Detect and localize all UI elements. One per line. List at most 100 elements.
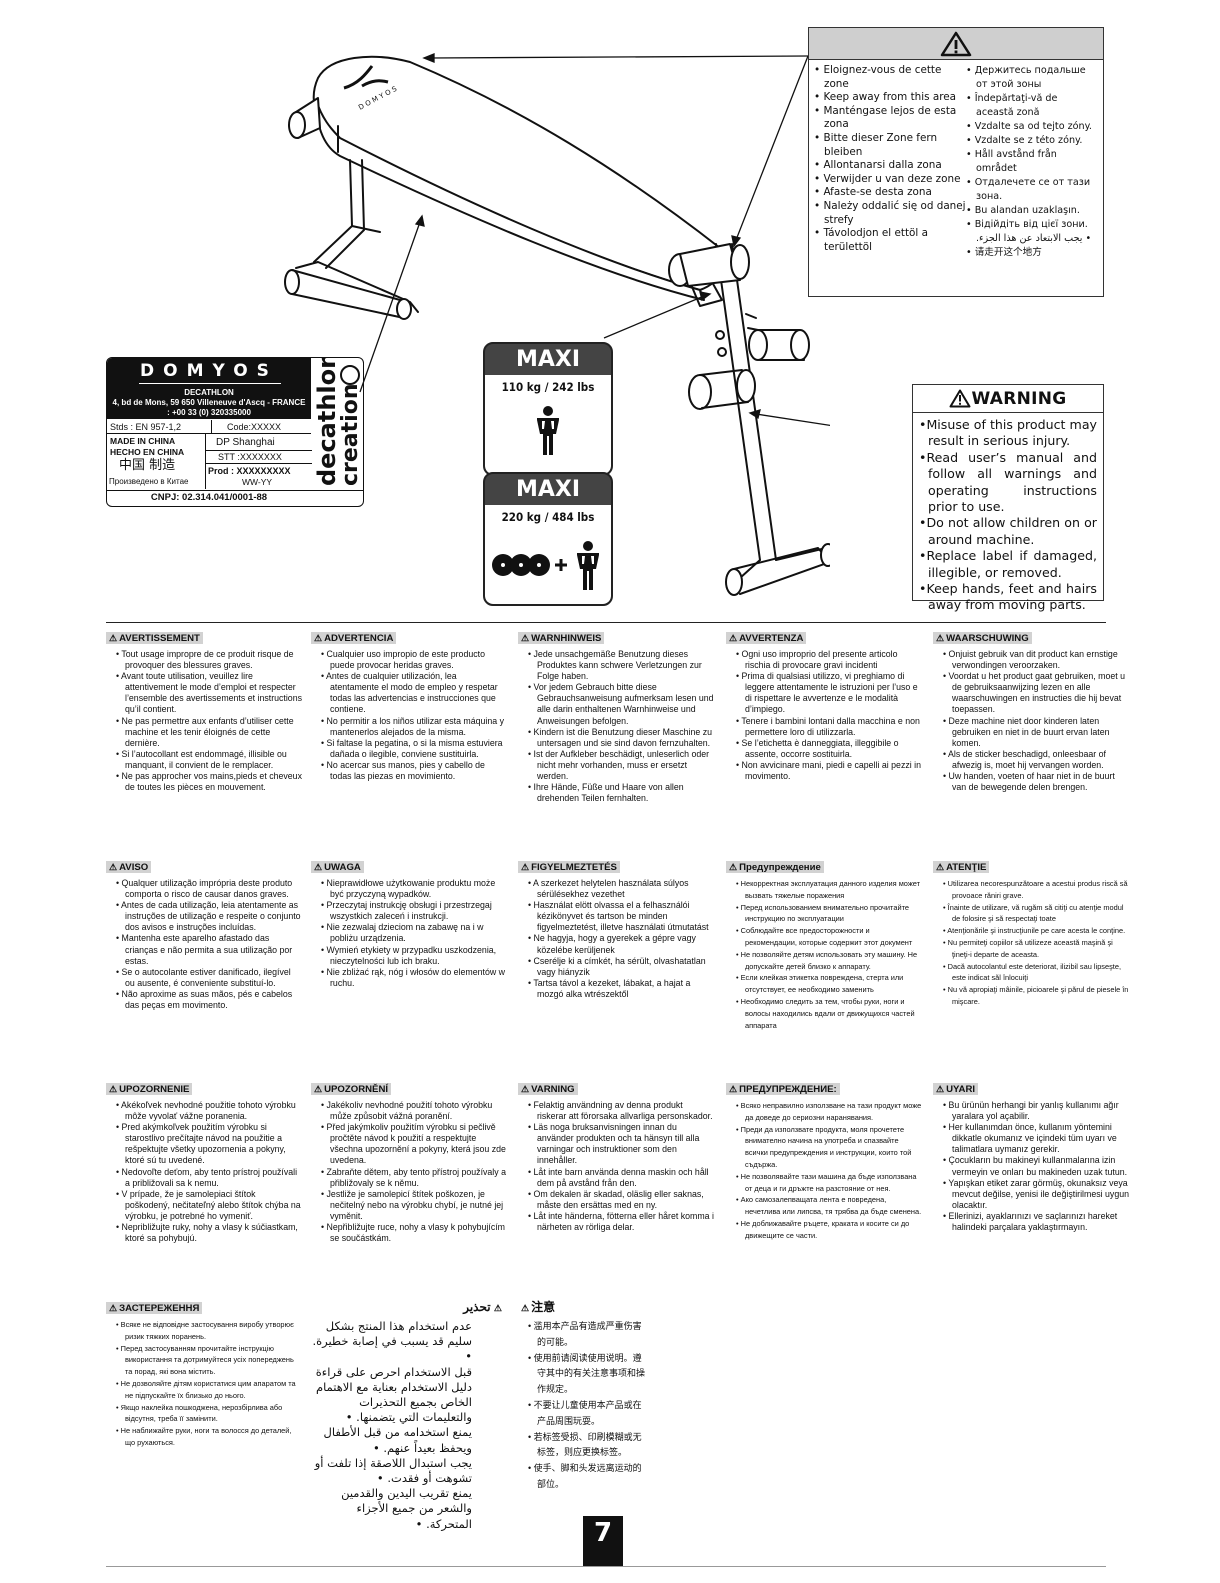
warning-block-item: Uw handen, voeten of haar niet in de buu… xyxy=(943,771,1129,793)
warning-block-item: Перед застосуванням прочитайте інструкці… xyxy=(116,1343,302,1378)
warning-triangle-icon: ⚠ xyxy=(314,862,323,872)
warning-block-title: ⚠UYARI xyxy=(933,1083,979,1095)
warning-block-label: UWAGA xyxy=(324,862,361,873)
warning-block-list: Nieprawidłowe użytkowanie produktu może … xyxy=(321,878,507,989)
zone-item: Vzdalte sa od tejto zóny. xyxy=(966,120,1096,134)
warning-triangle-icon: ⚠ xyxy=(493,1303,502,1313)
warning-block-item: Si l’autocollant est endommagé, illisibl… xyxy=(116,749,302,771)
warning-block-label: AVISO xyxy=(119,862,149,873)
logo-text-1: decathlon xyxy=(313,358,341,486)
warning-triangle-icon: ⚠ xyxy=(729,1084,738,1094)
warning-block-item: Prima di qualsiasi utilizzo, vi preghiam… xyxy=(736,671,922,715)
warning-block-list: Bu ürünün herhangi bir yanlış kullanımı … xyxy=(943,1100,1129,1233)
warning-block-item: Om dekalen är skadad, oläslig eller sakn… xyxy=(528,1189,714,1211)
warning-block-item: Se o autocolante estiver danificado, ile… xyxy=(116,967,302,989)
warning-block-item: No permitir a los niños utilizar esta má… xyxy=(321,716,507,738)
warning-block-title: ⚠FIGYELMEZTETÉS xyxy=(518,861,620,873)
warning-block-item: Если клейкая этикетка повреждена, стерта… xyxy=(736,972,922,996)
maxi-title: MAXI xyxy=(515,347,581,372)
warning-block-item: Bu ürünün herhangi bir yanlış kullanımı … xyxy=(943,1100,1129,1122)
warning-block-item: Wymień etykiety w przypadku uszkodzenia,… xyxy=(321,945,507,967)
warning-block-item: Соблюдайте все предосторожности и рекоме… xyxy=(736,925,922,949)
zone-item: Keep away from this area xyxy=(814,91,966,105)
warning-block-item: Всяко неправилно използване на тази прод… xyxy=(736,1100,922,1124)
warning-block-item: Kindern ist die Benutzung dieser Maschin… xyxy=(528,727,714,749)
made-cn: 中国 制造 xyxy=(119,458,176,473)
warning-block-item: Ако самозалепващата лента е повредена, н… xyxy=(736,1194,922,1218)
warning-block-title: ⚠ATENŢIE xyxy=(933,861,990,873)
zone-item: Відійдіть від цієї зони. xyxy=(966,218,1096,232)
warning-block-item: Ogni uso improprio del presente articolo… xyxy=(736,649,922,671)
warning-triangle-icon: ⚠ xyxy=(521,1084,530,1094)
warning-block-item: Jestliže je samolepicí štítek poškozen, … xyxy=(321,1189,507,1222)
company-name: DECATHLON xyxy=(184,388,234,397)
warning-block-item: Zabraňte dětem, aby tento přístroj použí… xyxy=(321,1167,507,1189)
zone-item: Отдалечете се от тази зона. xyxy=(966,176,1096,204)
warning-block-label: 注意 xyxy=(531,1300,556,1314)
warning-block-item: Не наближайте руки, ноги та волосся до д… xyxy=(116,1425,302,1449)
maxi-user-weight-box: MAXI 110 kg / 242 lbs xyxy=(483,342,613,476)
warning-block-item: Před jakýmkoliv použitím výrobku si pečl… xyxy=(321,1122,507,1166)
warning-triangle-icon: ⚠ xyxy=(729,633,738,643)
warning-block: ⚠ATENŢIE Utilizarea necorespunzătoare a a… xyxy=(933,857,1129,1008)
warning-block-list: Akékoľvek nevhodné použitie tohoto výrob… xyxy=(116,1100,302,1244)
warning-block-item: 若标签受损、印刷模糊或无标签，则应更换标签。 xyxy=(528,1430,648,1462)
warning-block-label: FIGYELMEZTETÉS xyxy=(531,862,617,873)
warning-block-list: A szerkezet helytelen használata súlyos … xyxy=(528,878,714,1000)
warning-item: Keep hands, feet and hairs away from mov… xyxy=(917,581,1097,614)
warning-block-item: No acercar sus manos, pies y cabello de … xyxy=(321,760,507,782)
warning-triangle-icon: ⚠ xyxy=(109,862,118,872)
brand-name: DOMYOS xyxy=(140,361,278,381)
warning-block-item: Некорректная эксплуатация данного издели… xyxy=(736,878,922,902)
maxi-title: MAXI xyxy=(515,477,581,502)
zone-item: Держитесь подальше от этой зоны xyxy=(966,64,1096,92)
warning-block-item: Tenere i bambini lontani dalla macchina … xyxy=(736,716,922,738)
section-divider xyxy=(106,622,1106,623)
made-es: HECHO EN CHINA xyxy=(110,447,185,457)
warning-triangle-icon: ⚠ xyxy=(936,633,945,643)
warning-block-item: Cualquier uso impropio de este producto … xyxy=(321,649,507,671)
warning-block-label: VARNING xyxy=(531,1084,575,1095)
warning-block-title: ⚠AVVERTENZA xyxy=(726,632,807,644)
maxi-load: 220 kg / 484 lbs xyxy=(501,510,595,524)
zone-item: Távolodjon el ettöl a területtöl xyxy=(814,227,966,254)
label-row-stds: Stds : EN 957-1,2 Code:XXXXX xyxy=(107,420,311,434)
warning-triangle-icon: ⚠ xyxy=(936,1084,945,1094)
warning-block-title: ⚠ADVERTENCIA xyxy=(311,632,397,644)
warning-block-item: Не дозволяйте дітям користатися цим апар… xyxy=(116,1378,302,1402)
zone-list-right: Держитесь подальше от этой зоны Îndepărt… xyxy=(966,64,1096,260)
warning-block-label: ЗАСТЕРЕЖЕННЯ xyxy=(119,1303,200,1314)
prod: Prod : XXXXXXXXX xyxy=(208,466,291,476)
zone-item: Afaste-se desta zona xyxy=(814,186,966,200)
warning-block-label: AVERTISSEMENT xyxy=(119,633,200,644)
label-footer: CNPJ: 02.314.041/0001-88 xyxy=(107,490,363,506)
warning-block-list: Utilizarea necorespunzătoare a acestui p… xyxy=(943,878,1129,1008)
warning-block-item: Перед использованием внимательно прочита… xyxy=(736,902,922,926)
warning-block-item: Deze machine niet door kinderen laten ge… xyxy=(943,716,1129,749)
warning-block-item: يجب استبدال اللاصقة إذا تلفت أو تشوهت أو… xyxy=(314,1455,472,1486)
warning-block-item: 使手、脚和头发远离运动的部位。 xyxy=(528,1461,648,1493)
warning-block-item: 使用前请阅读使用说明。遵守其中的有关注意事项和操作规定。 xyxy=(528,1351,648,1398)
warning-item: Replace label if damaged, illegible, or … xyxy=(917,548,1097,581)
warning-block: ⚠ADVERTENCIA Cualquier uso impropio de es… xyxy=(311,628,507,782)
warning-block-title: ⚠UPOZORNENIE xyxy=(106,1083,193,1095)
warning-block: ⚠注意滥用本产品有造成严重伤害的可能。使用前请阅读使用说明。遵守其中的有关注意事… xyxy=(518,1298,714,1493)
warning-block-item: Nieprawidłowe użytkowanie produktu może … xyxy=(321,878,507,900)
warning-block-item: Tout usage impropre de ce produit risque… xyxy=(116,649,302,671)
warning-block-item: Nu permiteţi copiilor să utilizeze aceas… xyxy=(943,937,1129,961)
warning-block-item: Înainte de utilizare, vă rugăm să citiţi… xyxy=(943,902,1129,926)
warning-block: ⚠WAARSCHUWINGOnjuist gebruik van dit pro… xyxy=(933,628,1129,793)
warning-block: ⚠AVERTISSEMENTTout usage impropre de ce … xyxy=(106,628,302,793)
warning-block-list: Всяке не відповідне застосування виробу … xyxy=(116,1319,302,1449)
warning-triangle-icon xyxy=(949,389,971,408)
warning-block-item: Her kullanımdan önce, kullanım yöntemini… xyxy=(943,1122,1129,1155)
warning-block: ⚠UPOZORNĚNÍJakékoliv nevhodné použití to… xyxy=(311,1079,507,1244)
warning-block-item: Használat elött olvassa el a felhasználó… xyxy=(528,900,714,933)
warning-block-item: Przeczytaj instrukcję obsługi i przestrz… xyxy=(321,900,507,922)
warning-block-label: ATENŢIE xyxy=(946,862,987,873)
warning-block-item: Cserélje ki a címkét, ha sérült, olvasha… xyxy=(528,956,714,978)
warning-block-item: يمنع تقريب اليدين والقدمين والشعر من جمي… xyxy=(341,1486,472,1531)
stds: Stds : EN 957-1,2 xyxy=(110,422,182,432)
warning-block-label: UPOZORNĚNÍ xyxy=(324,1084,389,1095)
warning-block-item: Mantenha este aparelho afastado das cria… xyxy=(116,933,302,966)
